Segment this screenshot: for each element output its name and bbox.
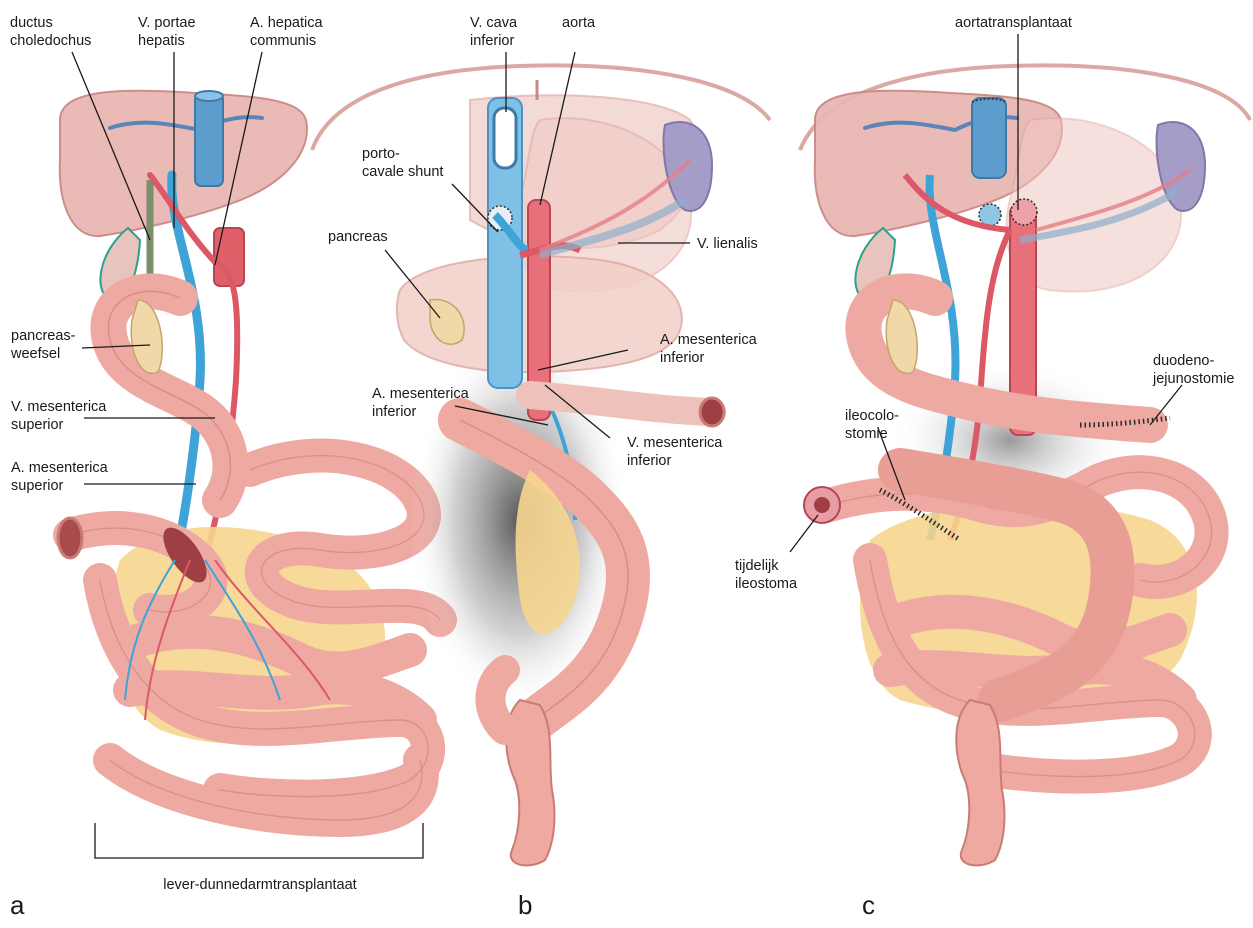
label-portocavale-shunt: porto-cavale shunt bbox=[362, 145, 443, 181]
label-aortatransplantaat: aortatransplantaat bbox=[955, 14, 1072, 32]
panel-letter-c: c bbox=[862, 890, 875, 921]
label-aorta: aorta bbox=[562, 14, 595, 32]
label-pancreas: pancreas bbox=[328, 228, 388, 246]
label-ileocolostomie: ileocolo-stomie bbox=[845, 407, 899, 443]
caption-lever-dunnedarmtransplantaat: lever-dunnedarmtransplantaat bbox=[140, 876, 380, 894]
ivc-segment-a bbox=[195, 94, 223, 186]
duodenum-a bbox=[108, 291, 230, 500]
panel-c-illustration bbox=[800, 65, 1250, 865]
label-v-lienalis: V. lienalis bbox=[697, 235, 758, 253]
panel-a-illustration bbox=[58, 91, 440, 820]
panel-letter-a: a bbox=[10, 890, 24, 921]
label-pancreasweefsel: pancreas-weefsel bbox=[11, 327, 75, 363]
label-duodenojejunostomie: duodeno-jejunostomie bbox=[1153, 352, 1234, 388]
panel-letter-b: b bbox=[518, 890, 532, 921]
